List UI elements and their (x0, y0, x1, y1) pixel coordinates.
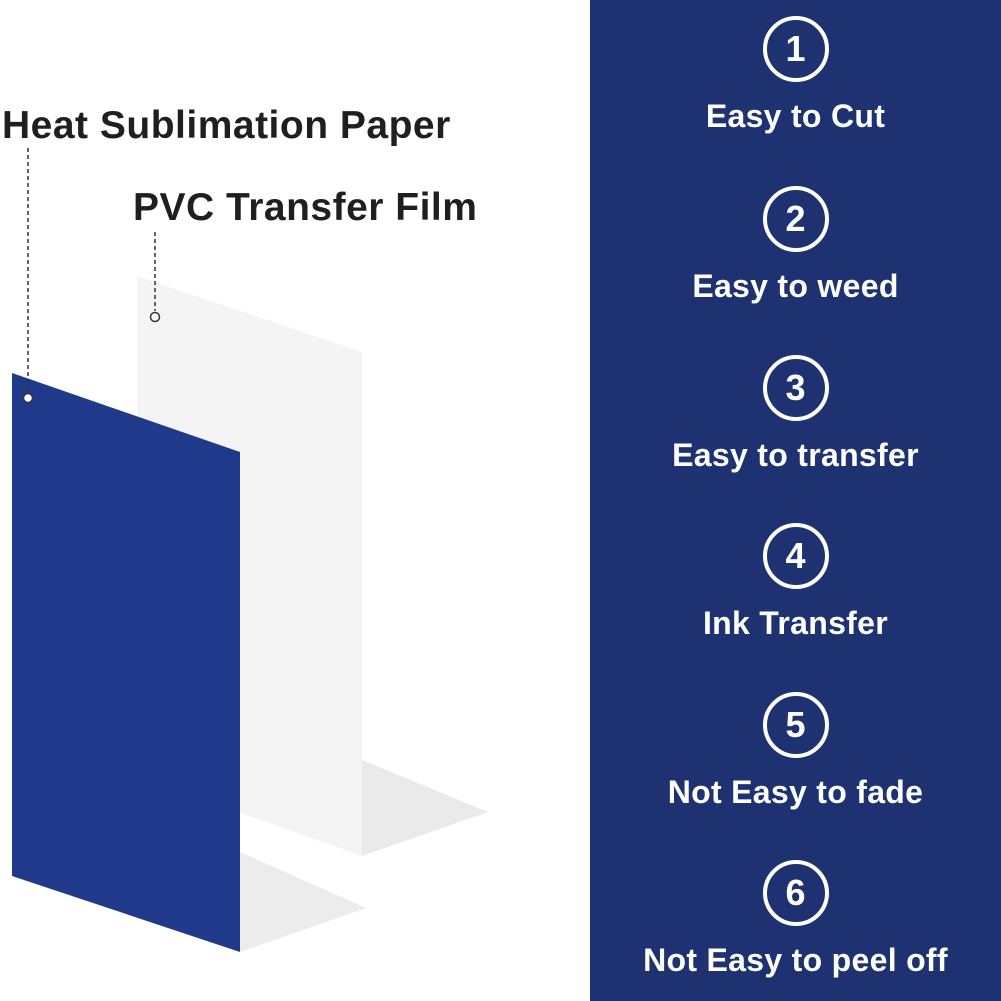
film-shadow (362, 760, 488, 856)
feature-label: Easy to transfer (672, 437, 919, 473)
feature-number-badge: 2 (762, 186, 829, 252)
feature-panel: 1 Easy to Cut 2 Easy to weed 3 Easy to t… (590, 0, 1001, 1001)
feature-number-badge: 3 (762, 355, 829, 421)
feature-label: Easy to weed (692, 268, 899, 304)
feature-label: Ink Transfer (702, 605, 888, 641)
feature-item: 1 Easy to Cut (590, 16, 1001, 156)
feature-number-badge: 4 (762, 523, 829, 589)
feature-item: 3 Easy to transfer (590, 355, 1001, 495)
feature-number-badge: 6 (762, 860, 829, 926)
feature-label: Easy to Cut (705, 98, 886, 134)
heat-sublimation-paper-label: Heat Sublimation Paper (2, 104, 451, 147)
paper-shadow (240, 852, 366, 952)
heat-sublimation-paper-sheet (12, 373, 240, 952)
feature-item: 5 Not Easy to fade (590, 692, 1001, 832)
pvc-transfer-film-label: PVC Transfer Film (133, 186, 478, 229)
feature-item: 6 Not Easy to peel off (590, 860, 1001, 1000)
paper-leader-dot (22, 392, 34, 404)
feature-item: 2 Easy to weed (590, 186, 1001, 326)
feature-label: Not Easy to peel off (643, 942, 948, 978)
product-illustration (12, 148, 488, 952)
film-leader-dot (149, 311, 161, 323)
feature-label: Not Easy to fade (667, 774, 924, 810)
feature-item: 4 Ink Transfer (590, 523, 1001, 663)
feature-number-badge: 1 (762, 16, 829, 82)
feature-number-badge: 5 (762, 692, 829, 758)
